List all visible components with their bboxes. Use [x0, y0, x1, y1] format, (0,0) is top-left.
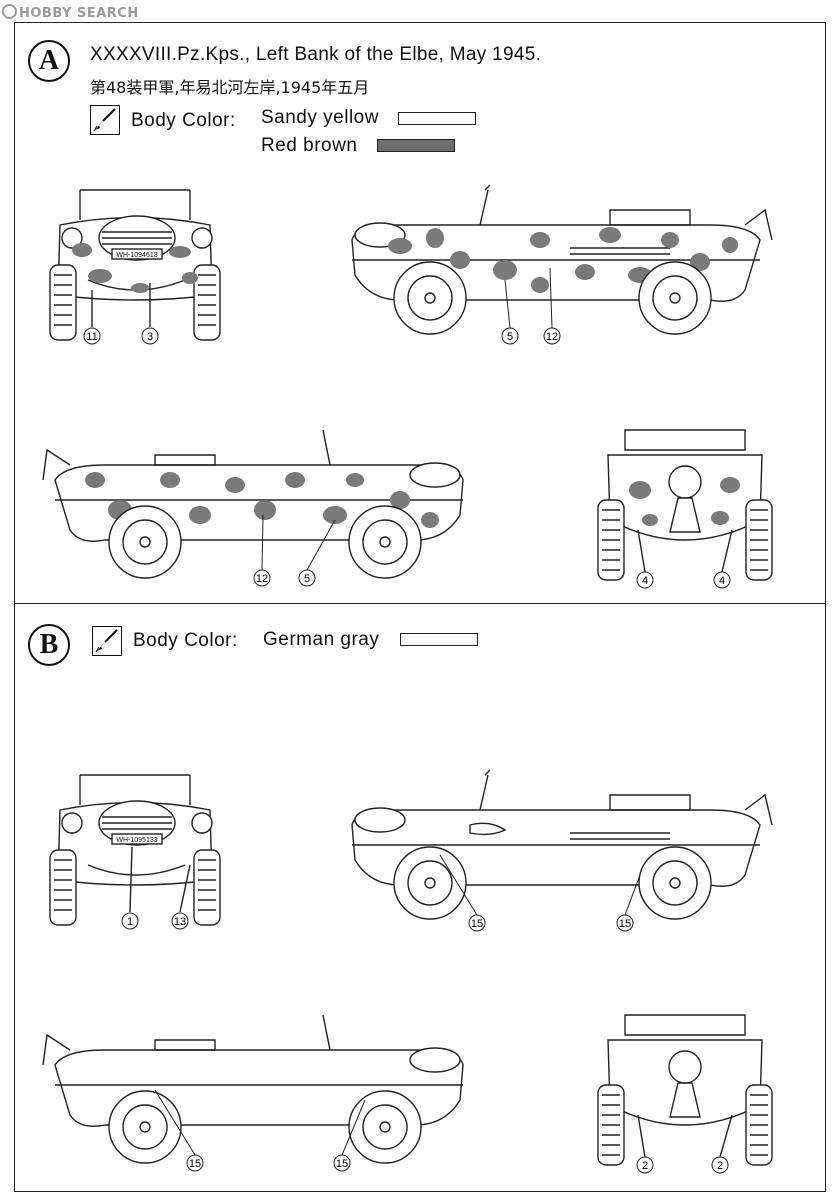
- scheme-b-front-view: WH-1095133 1 13: [49, 774, 221, 930]
- scheme-b-rear-view: 2 2: [597, 1014, 773, 1174]
- wheel: [348, 1090, 422, 1164]
- callout-1: 1: [121, 912, 139, 930]
- svg-text:2: 2: [717, 1160, 723, 1172]
- svg-text:3: 3: [147, 331, 153, 343]
- callout-5: 5: [298, 519, 336, 587]
- scheme-b-left-side-view: 15 15: [351, 769, 773, 932]
- svg-text:5: 5: [304, 573, 310, 585]
- body-color-label: Body Color:: [131, 110, 236, 131]
- color-swatch-red-brown: [377, 139, 455, 152]
- svg-text:15: 15: [471, 918, 483, 930]
- svg-text:4: 4: [719, 575, 725, 587]
- color-swatch-german-gray: [400, 633, 478, 646]
- callout-15: 15: [333, 1099, 366, 1172]
- scheme-a-subtitle: 第48装甲軍,年易北河左岸,1945年五月: [90, 78, 370, 97]
- callout-2: 2: [711, 1156, 729, 1174]
- svg-text:15: 15: [336, 1158, 348, 1170]
- scheme-a-left-side-view: 5 12: [351, 184, 773, 345]
- wheel: [638, 261, 712, 335]
- wheel: [393, 846, 467, 920]
- body-color-label: Body Color:: [133, 630, 238, 651]
- callout-11: 11: [83, 327, 101, 345]
- callout-4: 4: [713, 571, 731, 589]
- scheme-a-badge: A: [28, 40, 70, 82]
- callout-5: 5: [501, 279, 519, 345]
- svg-text:12: 12: [256, 573, 268, 585]
- instruction-frame: [14, 22, 826, 1192]
- license-plate: WH-1094613: [116, 252, 157, 259]
- svg-text:2: 2: [642, 1160, 648, 1172]
- callout-15: 15: [616, 874, 641, 932]
- license-plate: WH-1095133: [116, 837, 157, 844]
- callout-2: 2: [636, 1156, 654, 1174]
- svg-text:12: 12: [546, 331, 558, 343]
- svg-text:13: 13: [174, 916, 186, 928]
- callout-13: 13: [171, 912, 189, 930]
- paintbrush-icon: [90, 105, 120, 135]
- svg-text:15: 15: [619, 918, 631, 930]
- scheme-a-title: XXXXVIII.Pz.Kps., Left Bank of the Elbe,…: [90, 44, 542, 65]
- svg-text:11: 11: [86, 331, 97, 343]
- scheme-a-rear-view: 4 4: [597, 429, 773, 589]
- callout-15: 15: [439, 854, 486, 932]
- wheel: [108, 1090, 182, 1164]
- callout-4: 4: [636, 571, 654, 589]
- color-name-red-brown: Red brown: [261, 135, 358, 156]
- scheme-a-right-side-view: 12 5: [42, 429, 464, 587]
- callout-12: 12: [253, 514, 271, 587]
- callout-15: 15: [154, 1089, 204, 1172]
- scheme-b-right-side-view: 15 15: [42, 1014, 464, 1172]
- svg-text:15: 15: [189, 1158, 201, 1170]
- svg-text:1: 1: [127, 916, 133, 928]
- callout-12: 12: [543, 267, 561, 345]
- svg-text:5: 5: [507, 331, 513, 343]
- scheme-a-front-view: WH-1094613 11 3: [49, 189, 221, 345]
- color-name-sandy-yellow: Sandy yellow: [261, 107, 379, 128]
- scheme-b-badge: B: [28, 624, 70, 666]
- camo-pattern: [629, 477, 740, 526]
- hobby-search-logo-icon: [2, 4, 17, 19]
- callout-3: 3: [141, 327, 159, 345]
- watermark: HOBBY SEARCH: [2, 4, 139, 21]
- camo-pattern: [72, 243, 198, 293]
- svg-text:4: 4: [642, 575, 648, 587]
- wheel: [108, 505, 182, 579]
- section-divider: [14, 603, 826, 604]
- wheel: [348, 505, 422, 579]
- color-name-german-gray: German gray: [263, 629, 380, 650]
- color-swatch-sandy-yellow: [398, 112, 476, 125]
- camo-pattern: [85, 472, 439, 528]
- wheel: [638, 846, 712, 920]
- camo-pattern: [388, 227, 738, 293]
- paintbrush-icon: [92, 626, 122, 656]
- wheel: [393, 261, 467, 335]
